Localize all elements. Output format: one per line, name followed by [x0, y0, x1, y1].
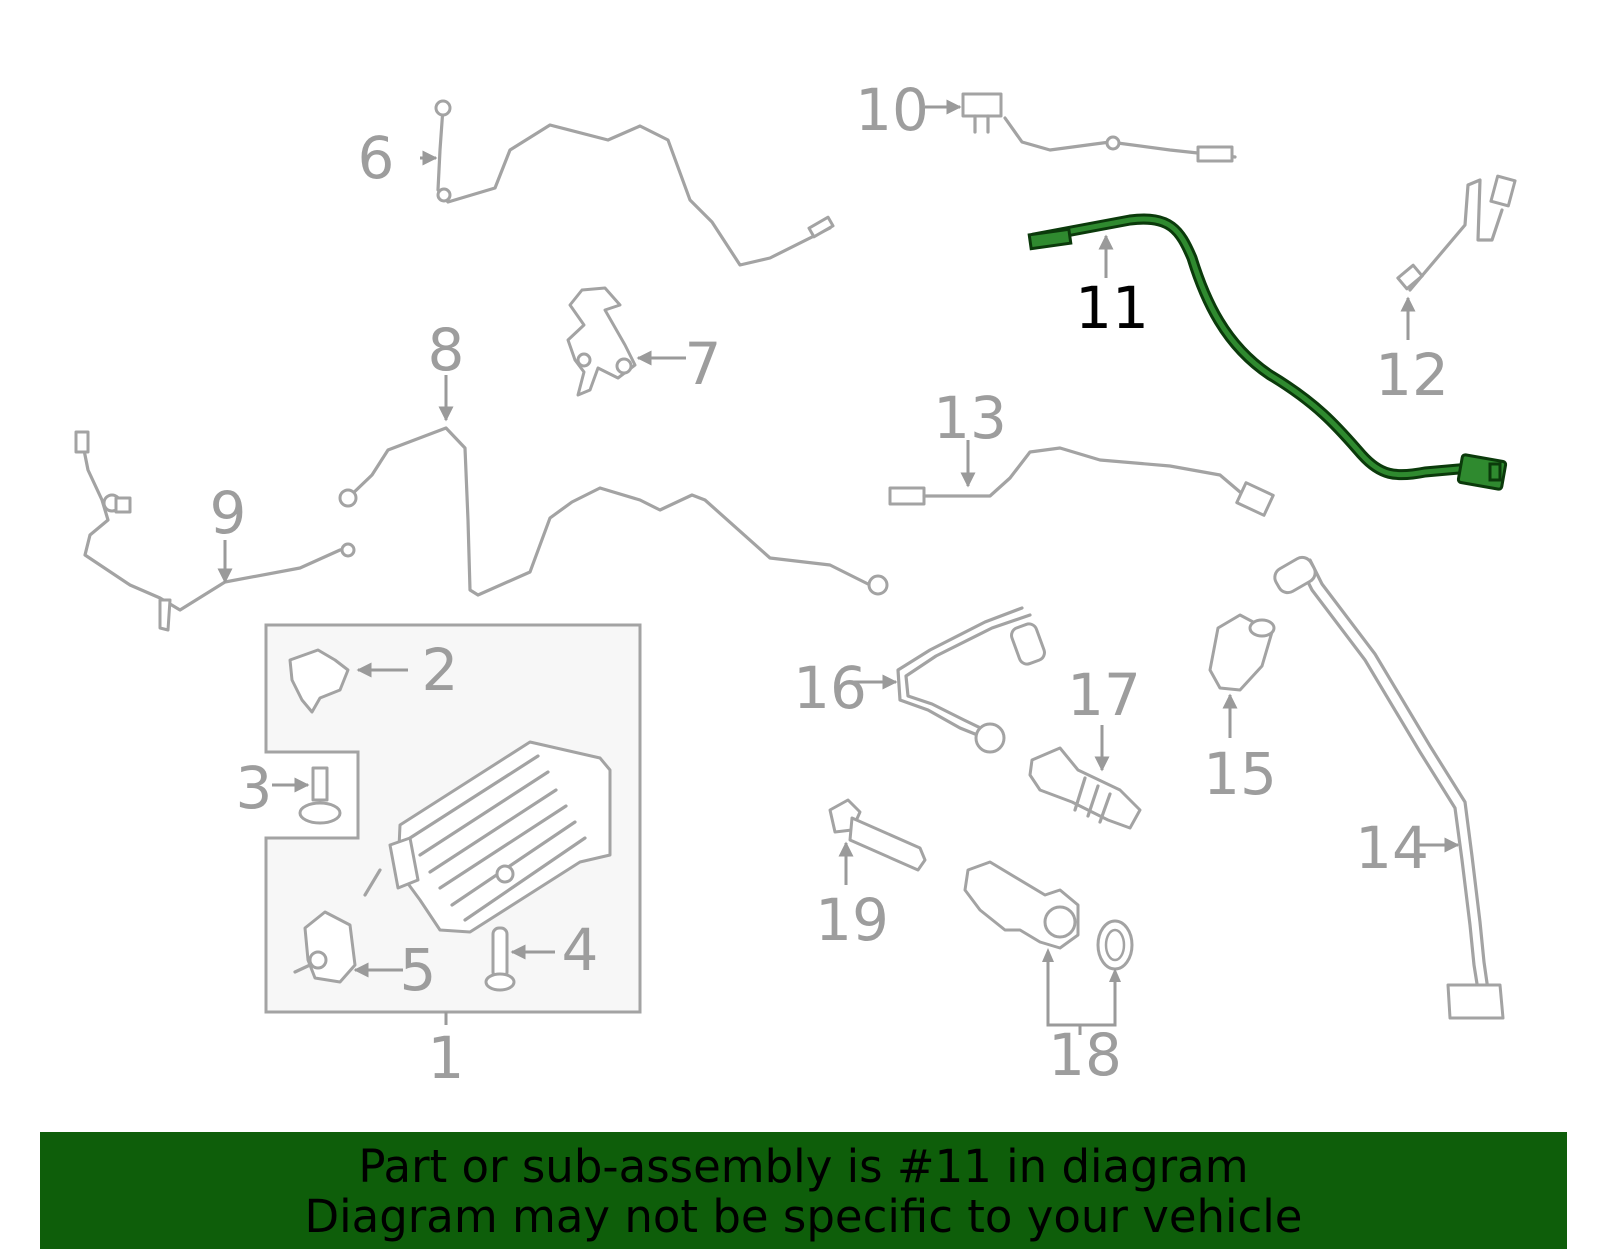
callout-10[interactable]: 10 [855, 76, 929, 144]
part-14-hose[interactable] [1271, 554, 1505, 1020]
part-1-canister-group[interactable] [264, 623, 642, 1014]
callout-1[interactable]: 1 [428, 1024, 465, 1092]
part-6-tube[interactable] [434, 99, 835, 267]
part-8-tube[interactable] [338, 426, 889, 597]
banner-line-2: Diagram may not be specific to your vehi… [304, 1190, 1303, 1243]
callout-numbers: 1 2 3 4 5 6 7 8 9 10 11 12 13 14 15 16 1… [210, 76, 1449, 1092]
callout-5[interactable]: 5 [400, 936, 437, 1004]
callout-17[interactable]: 17 [1067, 661, 1141, 729]
part-18-fitting[interactable] [963, 860, 1134, 971]
callout-13[interactable]: 13 [933, 384, 1007, 452]
part-11-sensor-highlighted[interactable] [1027, 213, 1508, 491]
callout-14[interactable]: 14 [1355, 814, 1429, 882]
callout-3[interactable]: 3 [236, 754, 273, 822]
callout-16[interactable]: 16 [793, 654, 867, 722]
callout-12[interactable]: 12 [1375, 341, 1449, 409]
part-15-sensor[interactable] [1208, 613, 1276, 692]
callout-2[interactable]: 2 [422, 636, 459, 704]
callout-4[interactable]: 4 [562, 916, 599, 984]
part-10-sensor[interactable] [961, 92, 1237, 163]
callout-7[interactable]: 7 [685, 330, 722, 398]
info-banner: Part or sub-assembly is #11 in diagram D… [40, 1132, 1567, 1249]
part-12-sensor[interactable] [1396, 174, 1517, 292]
callout-18[interactable]: 18 [1048, 1021, 1122, 1089]
part-17-connector[interactable] [1028, 746, 1142, 830]
callout-15[interactable]: 15 [1203, 740, 1277, 808]
callout-leaders [217, 99, 1460, 1035]
callout-19[interactable]: 19 [815, 886, 889, 954]
part-7-bracket[interactable] [566, 286, 637, 397]
callout-8[interactable]: 8 [428, 316, 465, 384]
part-19-bolt[interactable] [828, 798, 927, 872]
part-16-hose[interactable] [896, 606, 1047, 754]
callout-6[interactable]: 6 [358, 124, 395, 192]
banner-line-1: Part or sub-assembly is #11 in diagram [358, 1140, 1249, 1193]
callout-11[interactable]: 11 [1075, 274, 1149, 342]
part-9-tube[interactable] [74, 430, 356, 632]
part-13-sensor[interactable] [888, 446, 1275, 517]
callout-9[interactable]: 9 [210, 479, 247, 547]
